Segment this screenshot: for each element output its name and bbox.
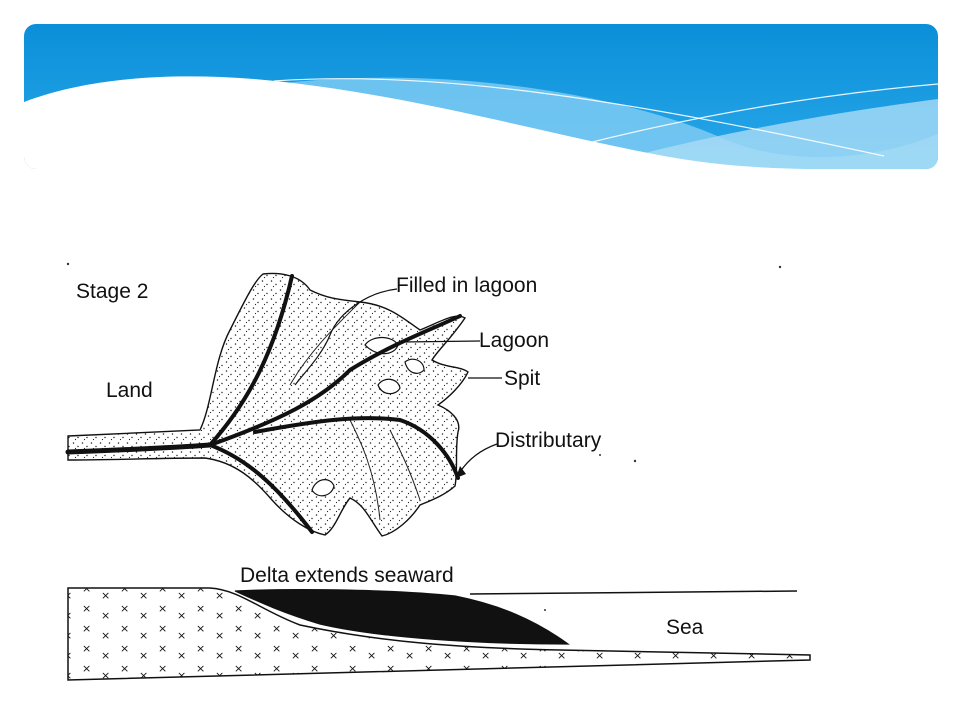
header-wave-banner — [24, 24, 938, 169]
stage-label: Stage 2 — [76, 280, 148, 303]
wave-light-layer — [274, 77, 938, 169]
delta-cross-section — [67, 587, 811, 681]
lagoon-label: Lagoon — [479, 329, 549, 352]
delta-extends-seaward-label: Delta extends seaward — [240, 564, 454, 587]
scan-specks — [66, 262, 782, 611]
stippled-delta-landmass — [67, 272, 469, 537]
filled-in-lagoon-label: Filled in lagoon — [396, 274, 537, 297]
sea-surface-line — [469, 590, 798, 595]
distributary-northeast — [208, 314, 462, 447]
filled-lagoon-outline-3 — [389, 429, 421, 501]
leader-filled-lagoon — [294, 288, 398, 386]
lagoon-shape-2 — [377, 378, 401, 395]
filled-lagoon-outline — [289, 301, 361, 386]
leader-lagoon — [401, 340, 481, 343]
wave-pale-layer — [584, 99, 938, 169]
delta-plan-view — [65, 272, 502, 537]
delta-deposit-black — [234, 589, 570, 645]
sea-label: Sea — [666, 616, 704, 639]
lagoon-shape-4 — [404, 358, 425, 374]
distributary-label: Distributary — [495, 429, 602, 452]
filled-lagoon-outline-2 — [349, 419, 381, 521]
main-river-channel — [65, 442, 213, 455]
land-label: Land — [106, 379, 153, 402]
cross-section-bedrock — [67, 587, 811, 681]
distributary-east — [253, 416, 460, 480]
lagoon-shape-3 — [311, 479, 335, 497]
distributary-north — [208, 274, 294, 447]
arrowhead-distributary — [456, 466, 466, 478]
wave-thin-line-2 — [583, 83, 938, 145]
leader-distributary — [459, 443, 498, 473]
wave-white-cut — [24, 76, 854, 169]
distributary-south — [208, 443, 314, 534]
delta-diagram: × × — [65, 262, 811, 681]
wave-thin-line-1 — [273, 78, 885, 157]
spit-label: Spit — [504, 367, 540, 390]
